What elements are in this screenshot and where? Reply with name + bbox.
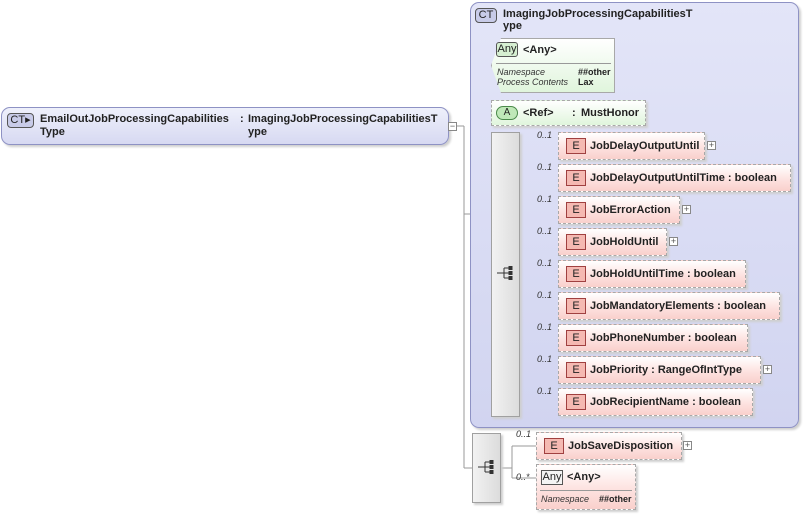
- complex-type-title: ImagingJobProcessingCapabilitiesT ype: [503, 8, 693, 32]
- element-name: JobPhoneNumber : boolean: [590, 332, 737, 344]
- element-name: JobRecipientName : boolean: [590, 396, 741, 408]
- element-badge-icon: E: [566, 362, 586, 378]
- sequence-element[interactable]: E JobDelayOutputUntil: [558, 132, 705, 160]
- expand-icon[interactable]: +: [763, 364, 772, 374]
- any-badge-icon: Any: [541, 470, 563, 485]
- element-badge-icon: E: [566, 234, 586, 250]
- occurrence-label: 0..*: [516, 472, 530, 482]
- attribute-badge-icon: A: [496, 106, 518, 120]
- sequence-compositor[interactable]: [491, 132, 520, 417]
- sequence-icon: [497, 266, 513, 280]
- element-badge-icon: E: [566, 394, 586, 410]
- element-badge-icon: E: [566, 138, 586, 154]
- sequence-element[interactable]: E JobErrorAction: [558, 196, 680, 224]
- expand-icon[interactable]: +: [707, 140, 716, 150]
- sequence-element[interactable]: E JobHoldUntil: [558, 228, 667, 256]
- any-element-label: <Any>: [567, 471, 601, 483]
- element-badge-icon: E: [566, 170, 586, 186]
- sequence-element[interactable]: E JobHoldUntilTime : boolean: [558, 260, 746, 288]
- expand-icon[interactable]: +: [669, 236, 678, 246]
- occurrence-label: 0..1: [537, 258, 553, 268]
- namespace-value: ##other: [599, 494, 632, 504]
- occurrence-label: 0..1: [537, 226, 553, 236]
- any-badge-icon: Any: [496, 42, 518, 57]
- root-type: ImagingJobProcessingCapabilitiesT ype: [248, 113, 438, 138]
- sequence-element[interactable]: E JobMandatoryElements : boolean: [558, 292, 780, 320]
- element-name: JobSaveDisposition: [568, 440, 674, 452]
- any-element[interactable]: Any <Any> Namespace ##other: [536, 464, 636, 510]
- occurrence-label: 0..1: [537, 322, 553, 332]
- any-element-divider: [540, 490, 632, 491]
- element-name: JobHoldUntilTime : boolean: [590, 268, 736, 280]
- ct-badge-icon: CT▸: [7, 113, 34, 128]
- root-complex-type[interactable]: CT▸ EmailOutJobProcessingCapabilities Ty…: [1, 107, 449, 145]
- element-name: JobDelayOutputUntilTime : boolean: [590, 172, 777, 184]
- element-name: JobMandatoryElements : boolean: [590, 300, 767, 312]
- sequence-element[interactable]: E JobPhoneNumber : boolean: [558, 324, 748, 352]
- expand-icon[interactable]: +: [683, 440, 692, 450]
- element-badge-icon: E: [566, 202, 586, 218]
- occurrence-label: 0..1: [516, 429, 532, 439]
- occurrence-label: 0..1: [537, 354, 553, 364]
- root-name: EmailOutJobProcessingCapabilities Type: [40, 113, 229, 138]
- element-name: JobDelayOutputUntil: [590, 140, 700, 152]
- root-separator: :: [240, 113, 244, 125]
- element-name: JobHoldUntil: [590, 236, 659, 248]
- attribute-ref-type: MustHonor: [581, 107, 640, 119]
- any-attribute-label: <Any>: [523, 44, 557, 56]
- attribute-ref-label: <Ref>: [523, 107, 554, 119]
- element-badge-icon: E: [566, 266, 586, 282]
- occurrence-label: 0..1: [537, 194, 553, 204]
- element-badge-icon: E: [544, 438, 564, 454]
- expand-icon[interactable]: +: [682, 204, 691, 214]
- element-badge-icon: E: [566, 298, 586, 314]
- sequence-element[interactable]: E JobRecipientName : boolean: [558, 388, 753, 416]
- occurrence-label: 0..1: [537, 290, 553, 300]
- occurrence-label: 0..1: [537, 130, 553, 140]
- element-job-save-disposition[interactable]: E JobSaveDisposition: [536, 432, 682, 460]
- element-badge-icon: E: [566, 330, 586, 346]
- sequence-element[interactable]: E JobPriority : RangeOfIntType: [558, 356, 761, 384]
- element-name: JobPriority : RangeOfIntType: [590, 364, 742, 376]
- namespace-label: Namespace: [497, 67, 546, 77]
- process-contents-value: Lax: [578, 77, 594, 87]
- namespace-value: ##other: [578, 67, 611, 77]
- element-name: JobErrorAction: [590, 204, 671, 216]
- attribute-ref-separator: :: [572, 107, 576, 119]
- any-attribute-divider: [496, 63, 611, 64]
- ct-badge-icon: CT: [475, 8, 497, 23]
- process-contents-label: Process Contents: [497, 77, 569, 87]
- sequence-icon: [478, 460, 494, 474]
- outer-sequence-compositor[interactable]: [472, 433, 501, 503]
- sequence-element[interactable]: E JobDelayOutputUntilTime : boolean: [558, 164, 791, 192]
- collapse-toggle-icon[interactable]: −: [448, 121, 457, 131]
- occurrence-label: 0..1: [537, 162, 553, 172]
- occurrence-label: 0..1: [537, 386, 553, 396]
- namespace-label: Namespace: [541, 494, 590, 504]
